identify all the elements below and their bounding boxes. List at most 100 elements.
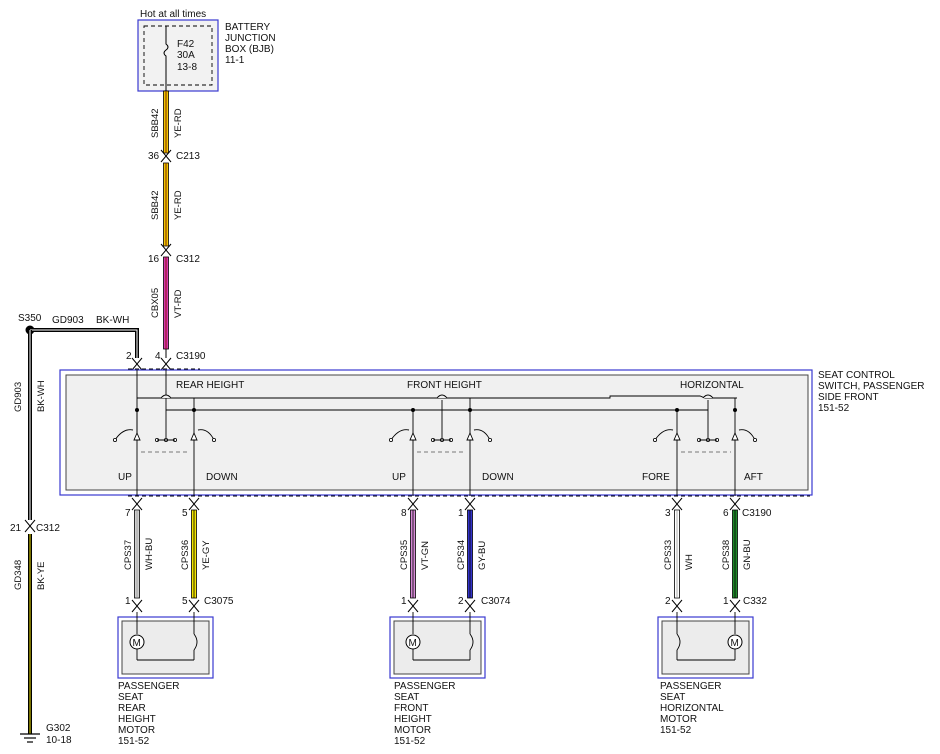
- motor-labels: PASSENGER SEAT REAR HEIGHT MOTOR 151-52 …: [118, 681, 724, 747]
- wire-bottom-pin: 2: [458, 596, 464, 607]
- junction-dot: [733, 408, 737, 412]
- splice-label: S350: [18, 313, 42, 324]
- connector-chevron: [407, 497, 419, 505]
- wire-bottom-pin: 1: [723, 596, 729, 607]
- junction-dot: [192, 408, 196, 412]
- motor-box-outline: [389, 616, 486, 679]
- motor1-label-3: REAR: [118, 703, 146, 714]
- pivot: [653, 437, 658, 442]
- connector-chevron: [188, 503, 200, 511]
- bjb-label-3: BOX (BJB): [225, 44, 274, 55]
- c3190-bottom-label: C3190: [742, 508, 772, 519]
- wire-top-pin: 8: [401, 508, 407, 519]
- motor3-label-1: PASSENGER: [660, 681, 722, 692]
- battery-junction-box: Hot at all times F42 30A 13-8 BATTERY JU…: [137, 9, 276, 92]
- wire-top-pin: 7: [125, 508, 131, 519]
- switch-label-4: 151-52: [818, 403, 850, 414]
- motor-3: M: [657, 612, 754, 679]
- connector-chevron: [407, 605, 419, 613]
- junction-dot: [135, 408, 139, 412]
- wire-circuit: CPS33: [663, 540, 674, 570]
- switch-section-2: [388, 398, 492, 496]
- connector-chevron: [131, 599, 143, 607]
- motor3-label-4: MOTOR: [660, 714, 697, 725]
- connector-chevron: [729, 497, 741, 505]
- motor-box: [393, 620, 482, 675]
- c213-label: C213: [176, 151, 200, 162]
- switch-arm-left: [114, 429, 134, 441]
- limit-switch: [469, 633, 474, 651]
- contact-arrow: [190, 431, 198, 441]
- feed-color-3: VT-RD: [173, 289, 184, 318]
- wire-bottom-pin: 5: [182, 596, 188, 607]
- switch-label-1: SEAT CONTROL: [818, 370, 895, 381]
- motor1-label-6: 151-52: [118, 736, 150, 747]
- section-front-height: FRONT HEIGHT: [407, 380, 482, 391]
- contact-arrow: [673, 431, 681, 441]
- wire-color: YE-GY: [201, 540, 212, 570]
- contact-arrow: [409, 431, 417, 441]
- ground-circuit: S350 GD903 BK-WH GD903 BK-WH 21 C312 GD3…: [10, 313, 139, 746]
- motor-box-outline: [117, 616, 214, 679]
- pivot: [113, 437, 118, 442]
- c3190-top-label: C3190: [176, 351, 206, 362]
- wire-circuit: CPS35: [399, 540, 410, 570]
- motor1-label-1: PASSENGER: [118, 681, 180, 692]
- c3190-pin-a: 2: [126, 351, 132, 362]
- motor2-label-4: HEIGHT: [394, 714, 432, 725]
- wire-top-pin: 6: [723, 508, 729, 519]
- pos-aft: AFT: [744, 472, 763, 483]
- wire-color: WH-BU: [144, 538, 155, 570]
- junction-dot: [411, 408, 415, 412]
- switch-section-1: [113, 398, 216, 496]
- junction-dot: [675, 408, 679, 412]
- connector-chevron: [131, 605, 143, 613]
- motor3-label-5: 151-52: [660, 725, 692, 736]
- feed-color-1: YE-RD: [173, 108, 184, 138]
- limit-switch: [193, 633, 198, 651]
- contact-arrow: [731, 431, 739, 441]
- motor-m-glyph: M: [133, 638, 141, 649]
- wire-color: GN-BU: [742, 539, 753, 570]
- motor1-label-4: HEIGHT: [118, 714, 156, 725]
- pivot: [487, 437, 492, 442]
- switch-label-3: SIDE FRONT: [818, 392, 879, 403]
- motor-box-outline: [657, 616, 754, 679]
- ground-c312-pin: 21: [10, 523, 22, 534]
- motor2-label-5: MOTOR: [394, 725, 431, 736]
- switch-arm-left: [390, 429, 410, 441]
- motor2-label-1: PASSENGER: [394, 681, 456, 692]
- motor2-label-2: SEAT: [394, 692, 419, 703]
- bjb-label-2: JUNCTION: [225, 33, 276, 44]
- hot-note: Hot at all times: [140, 9, 206, 20]
- connector-chevron: [407, 503, 419, 511]
- feed-circuit-1: SBB42: [150, 108, 161, 138]
- switch-arm-left: [654, 429, 674, 441]
- motor-m-glyph: M: [409, 638, 417, 649]
- c3075-label: C3075: [204, 596, 234, 607]
- ground-c312: C312: [36, 523, 60, 534]
- pivot: [211, 437, 216, 442]
- connector-chevron: [671, 497, 683, 505]
- wire-top-pin: 1: [458, 508, 464, 519]
- connector-chevron: [671, 503, 683, 511]
- section-rear-height: REAR HEIGHT: [176, 380, 244, 391]
- pivot: [388, 437, 393, 442]
- connector-chevron: [464, 497, 476, 505]
- wire-bottom-pin: 1: [125, 596, 131, 607]
- wire-bottom-pin: 2: [665, 596, 671, 607]
- feed-circuit-2: SBB42: [150, 190, 161, 220]
- motor1-label-5: MOTOR: [118, 725, 155, 736]
- connector-chevron: [464, 503, 476, 511]
- connector-chevron: [464, 605, 476, 613]
- c3190-pin-b: 4: [155, 351, 161, 362]
- fuse-ref: 13-8: [177, 62, 197, 73]
- wire-circuit: CPS36: [180, 540, 191, 570]
- pos-down-front: DOWN: [482, 472, 514, 483]
- motor-2: M: [389, 612, 486, 679]
- switch-arm-right: [197, 429, 215, 441]
